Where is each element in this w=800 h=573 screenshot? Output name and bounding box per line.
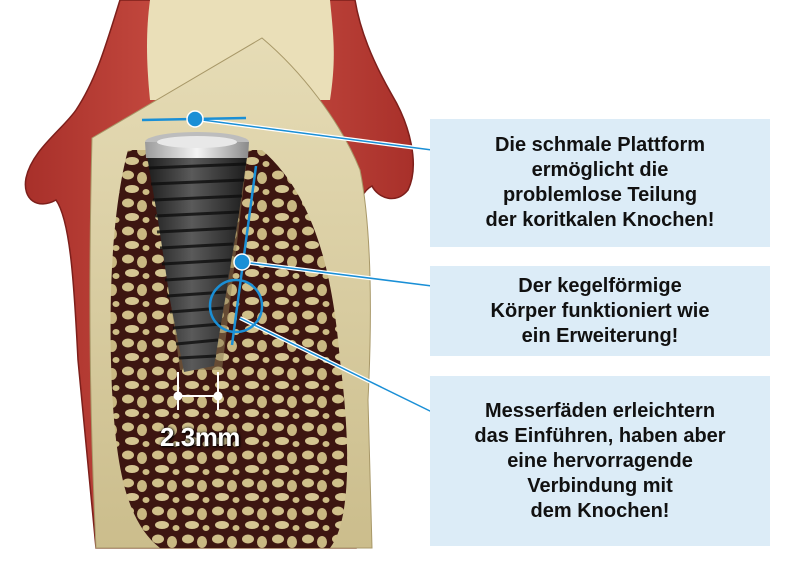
dimension-bracket xyxy=(173,372,223,410)
callout-line: problemlose Teilung xyxy=(502,184,698,206)
callout-line: ein Erweiterung! xyxy=(521,324,679,347)
platform-marker xyxy=(141,110,247,128)
callout-line: das Einführen, haben aber xyxy=(474,424,726,447)
callout-knife-threads: Messerfäden erleichtern das Einführen, h… xyxy=(430,376,770,546)
implant-threads xyxy=(148,162,247,360)
callout-tapered-body: Der kegelförmige Körper funktioniert wie… xyxy=(430,266,770,356)
callout-line: Die schmale Plattform xyxy=(494,134,706,156)
callout-line: Körper funktioniert wie xyxy=(490,299,710,322)
implant-collar-opening xyxy=(157,136,237,148)
callout-line: ermöglicht die xyxy=(531,159,669,181)
callout-line: eine hervorragende xyxy=(507,449,693,472)
callout-line: Messerfäden erleichtern xyxy=(484,399,716,422)
callout-line: der koritkalen Knochen! xyxy=(485,209,715,231)
callout-line: Der kegelförmige xyxy=(518,274,682,297)
callout-line: dem Knochen! xyxy=(530,499,670,522)
implant-width-label: 2.3mm xyxy=(160,422,240,452)
callout-line: Verbindung mit xyxy=(527,474,673,497)
callout-narrow-platform: Die schmale Plattform ermöglicht die pro… xyxy=(430,119,770,247)
taper-marker xyxy=(230,165,258,346)
thread-magnifier xyxy=(208,278,264,334)
